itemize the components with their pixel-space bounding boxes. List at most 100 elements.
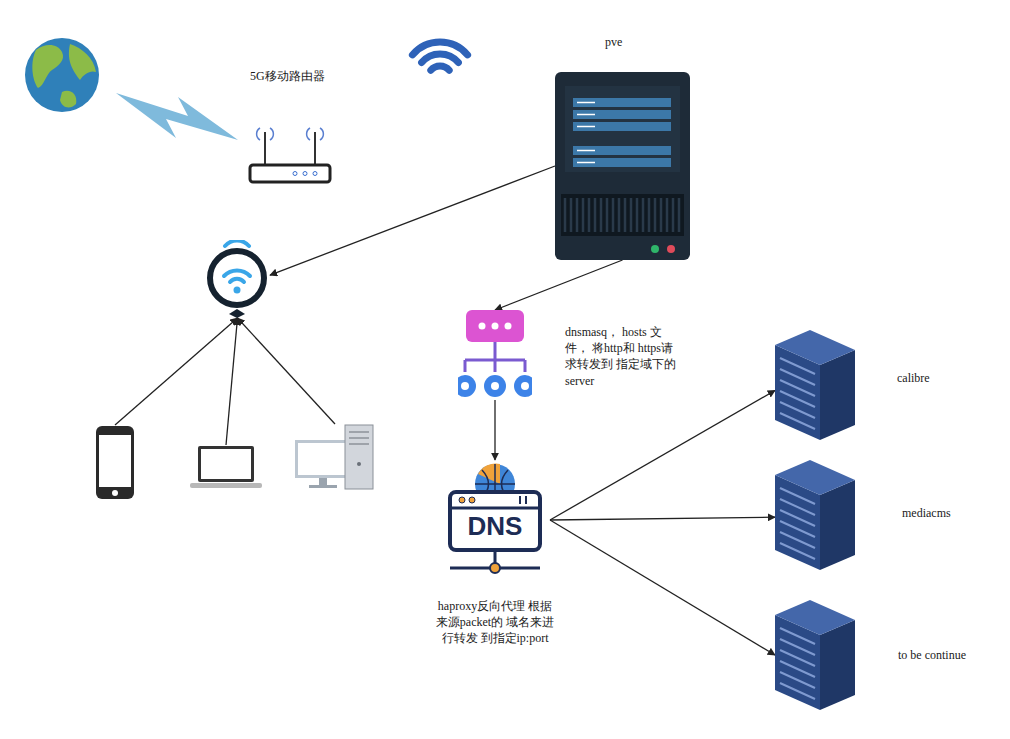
rack-side xyxy=(820,480,855,570)
antenna xyxy=(314,132,316,166)
vent-slot xyxy=(678,198,681,232)
node-icon xyxy=(458,310,532,400)
node-label: mediacms xyxy=(902,505,951,521)
wifi-arc xyxy=(224,270,250,276)
drive-bay xyxy=(573,158,671,167)
hub-box xyxy=(466,310,524,342)
wifi-hub-node xyxy=(205,240,270,318)
wifi-base xyxy=(229,309,245,318)
vent-slot xyxy=(576,198,579,232)
vent-slot xyxy=(570,198,573,232)
wifi-dot xyxy=(234,287,241,294)
vent-slot xyxy=(612,198,615,232)
hub-dot xyxy=(479,323,486,330)
phone-button xyxy=(112,490,118,496)
globe-illustration xyxy=(25,38,99,112)
vent-slot xyxy=(636,198,639,232)
status-led xyxy=(667,245,675,253)
server-panel xyxy=(565,86,680,172)
connector-arrow xyxy=(494,400,495,460)
antenna xyxy=(264,132,266,166)
globe-land xyxy=(60,91,76,108)
signal-arc xyxy=(320,128,323,140)
vent xyxy=(561,194,684,236)
dns-slot xyxy=(520,496,526,504)
node-icon xyxy=(775,330,855,440)
wifi-arc xyxy=(431,66,449,70)
wifi-arc xyxy=(225,241,249,246)
vent-slot xyxy=(600,198,603,232)
rack-slot xyxy=(780,683,815,699)
signal-arc xyxy=(257,128,260,140)
hub-wire xyxy=(465,342,525,372)
tower-slot xyxy=(349,438,369,439)
dnsmasq-node: dnsmasq， hosts 文件， 将http和 https请求转发到 指定域… xyxy=(458,310,532,400)
connector-arrow xyxy=(226,318,238,445)
drive-bay xyxy=(573,110,671,119)
signal-arc xyxy=(270,128,273,140)
drive-bay xyxy=(573,122,671,131)
node-label: pve xyxy=(605,34,622,50)
icon-label: DNS xyxy=(450,512,540,541)
wifi-arc xyxy=(422,54,459,63)
laptop-lid xyxy=(198,446,254,482)
dns-box xyxy=(450,492,540,550)
dns-led xyxy=(469,497,475,503)
phone-body xyxy=(96,426,134,499)
connector-arrow xyxy=(550,517,775,520)
connector-arrow xyxy=(115,318,238,425)
server-body xyxy=(555,72,690,260)
node-label: to be continue xyxy=(898,647,966,663)
router-led xyxy=(293,172,297,176)
rack-slot xyxy=(780,413,815,429)
rack-top xyxy=(775,600,855,635)
hub-port-core xyxy=(521,382,529,390)
tower-button xyxy=(357,462,361,466)
hub-port-core xyxy=(491,382,499,390)
vent-slot xyxy=(654,198,657,232)
status-led xyxy=(651,245,659,253)
laptop-base xyxy=(190,483,262,488)
rack-top xyxy=(775,460,855,495)
dns-led xyxy=(459,497,465,503)
wifi-arc xyxy=(230,279,244,282)
drive-mark xyxy=(577,114,595,116)
router-led xyxy=(303,172,307,176)
server-node: calibre xyxy=(775,330,855,440)
server-node: pve xyxy=(555,72,690,260)
monitor-screen xyxy=(298,443,348,475)
hub-port-core xyxy=(461,382,469,390)
laptop-screen xyxy=(201,449,251,479)
vent-slot xyxy=(588,198,591,232)
lightning-bolt xyxy=(116,93,238,140)
vent-slot xyxy=(642,198,645,232)
globe-ocean xyxy=(25,38,99,112)
monitor xyxy=(295,440,351,478)
node-icon xyxy=(775,460,855,570)
connector-arrow xyxy=(550,391,775,521)
vent-slot xyxy=(618,198,621,232)
node-icon xyxy=(555,72,690,260)
haproxy-node: DNShaproxy反向代理 根据来源packet的 域名来进行转发 到指定ip… xyxy=(440,460,550,580)
hub-dot xyxy=(505,323,512,330)
hub-port xyxy=(514,375,532,397)
vent-slot xyxy=(672,198,675,232)
globe-land xyxy=(32,45,63,88)
drive-mark xyxy=(577,126,595,128)
drive-bay xyxy=(573,98,671,107)
tower-slot xyxy=(349,432,369,433)
node-label: calibre xyxy=(897,370,930,386)
drive-bay xyxy=(573,146,671,155)
dns-globe-band xyxy=(478,464,500,484)
vent-slot xyxy=(624,198,627,232)
router-led xyxy=(313,172,317,176)
rack-top xyxy=(775,330,855,365)
vent-slot xyxy=(582,198,585,232)
dns-divider xyxy=(450,507,540,510)
server-node: to be continue xyxy=(775,600,855,710)
hub-port xyxy=(458,375,476,397)
phone-screen xyxy=(99,435,131,487)
node-label: 5G移动路由器 xyxy=(250,68,325,84)
